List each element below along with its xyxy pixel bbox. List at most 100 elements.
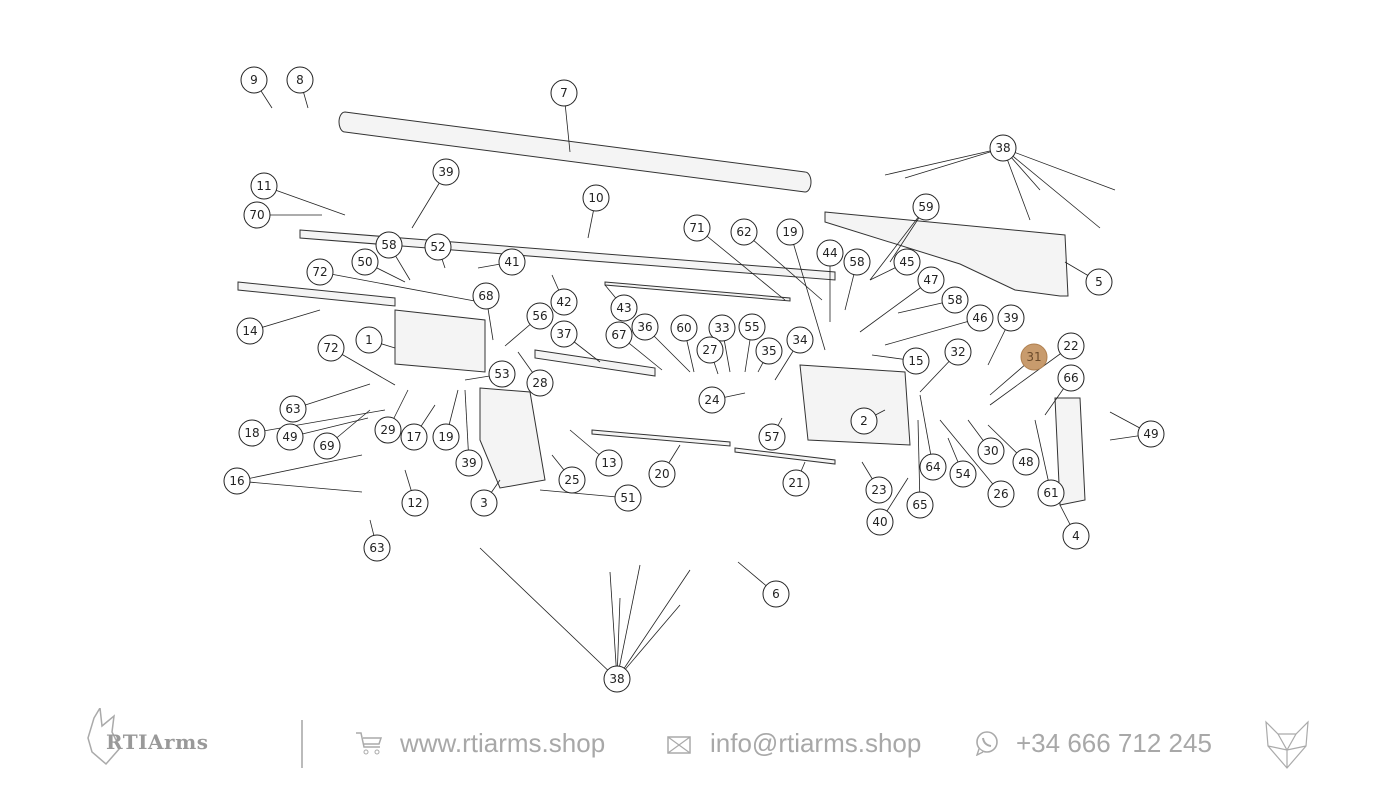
callout-part-46[interactable]: 46 (966, 304, 994, 332)
callout-part-71[interactable]: 71 (683, 214, 711, 242)
callout-part-68[interactable]: 68 (472, 282, 500, 310)
callout-part-25[interactable]: 25 (558, 466, 586, 494)
callout-part-22[interactable]: 22 (1057, 332, 1085, 360)
callout-part-7[interactable]: 7 (550, 79, 578, 107)
part-grip-3 (479, 387, 546, 489)
callout-part-50[interactable]: 50 (351, 248, 379, 276)
callout-part-12[interactable]: 12 (401, 489, 429, 517)
callout-part-39[interactable]: 39 (997, 304, 1025, 332)
callout-part-34[interactable]: 34 (786, 326, 814, 354)
callout-part-69[interactable]: 69 (313, 432, 341, 460)
callout-part-32[interactable]: 32 (944, 338, 972, 366)
callout-part-66[interactable]: 66 (1057, 364, 1085, 392)
callout-part-67[interactable]: 67 (605, 321, 633, 349)
callout-part-53[interactable]: 53 (488, 360, 516, 388)
callout-part-58[interactable]: 58 (941, 286, 969, 314)
callout-part-63[interactable]: 63 (363, 534, 391, 562)
callout-part-44[interactable]: 44 (816, 239, 844, 267)
callout-number: 6 (772, 587, 780, 601)
callout-part-37[interactable]: 37 (550, 320, 578, 348)
callout-part-55[interactable]: 55 (738, 313, 766, 341)
callout-part-54[interactable]: 54 (949, 460, 977, 488)
callout-part-26[interactable]: 26 (987, 480, 1015, 508)
callout-part-65[interactable]: 65 (906, 491, 934, 519)
rti-arms-logo (86, 705, 256, 768)
callout-part-57[interactable]: 57 (758, 423, 786, 451)
callout-part-23[interactable]: 23 (865, 476, 893, 504)
callout-part-19[interactable]: 19 (776, 218, 804, 246)
callout-part-18[interactable]: 18 (238, 419, 266, 447)
callout-number: 40 (872, 515, 887, 529)
callout-part-41[interactable]: 41 (498, 248, 526, 276)
callout-part-11[interactable]: 11 (250, 172, 278, 200)
callout-part-38[interactable]: 38 (989, 134, 1017, 162)
callout-part-4[interactable]: 4 (1062, 522, 1090, 550)
callout-part-39[interactable]: 39 (455, 449, 483, 477)
callout-part-31[interactable]: 31 (1020, 343, 1048, 371)
phone-link[interactable]: +34 666 712 245 (1016, 728, 1212, 758)
callout-part-36[interactable]: 36 (631, 313, 659, 341)
callout-part-27[interactable]: 27 (696, 336, 724, 364)
callout-part-64[interactable]: 64 (919, 453, 947, 481)
callout-part-15[interactable]: 15 (902, 347, 930, 375)
callout-number: 17 (406, 430, 421, 444)
callout-circle (250, 172, 278, 200)
callout-part-49[interactable]: 49 (276, 423, 304, 451)
callout-part-35[interactable]: 35 (755, 337, 783, 365)
callout-part-48[interactable]: 48 (1012, 448, 1040, 476)
callout-circle (374, 416, 402, 444)
callout-part-42[interactable]: 42 (550, 288, 578, 316)
callout-part-3[interactable]: 3 (470, 489, 498, 517)
callout-part-33[interactable]: 33 (708, 314, 736, 342)
callout-part-58[interactable]: 58 (375, 231, 403, 259)
callout-number: 70 (249, 208, 264, 222)
callout-part-51[interactable]: 51 (614, 484, 642, 512)
callout-part-6[interactable]: 6 (762, 580, 790, 608)
callout-part-56[interactable]: 56 (526, 302, 554, 330)
callout-number: 64 (925, 460, 940, 474)
callout-part-72[interactable]: 72 (317, 334, 345, 362)
callout-part-8[interactable]: 8 (286, 66, 314, 94)
callout-part-60[interactable]: 60 (670, 314, 698, 342)
callout-part-9[interactable]: 9 (240, 66, 268, 94)
callout-number: 7 (560, 86, 568, 100)
callout-part-29[interactable]: 29 (374, 416, 402, 444)
callout-part-49[interactable]: 49 (1137, 420, 1165, 448)
callout-part-28[interactable]: 28 (526, 369, 554, 397)
callout-part-59[interactable]: 59 (912, 193, 940, 221)
callout-part-21[interactable]: 21 (782, 469, 810, 497)
callout-part-52[interactable]: 52 (424, 233, 452, 261)
callout-part-47[interactable]: 47 (917, 266, 945, 294)
callout-part-20[interactable]: 20 (648, 460, 676, 488)
callout-part-70[interactable]: 70 (243, 201, 271, 229)
callout-part-72[interactable]: 72 (306, 258, 334, 286)
callout-part-40[interactable]: 40 (866, 508, 894, 536)
callout-part-17[interactable]: 17 (400, 423, 428, 451)
callout-part-43[interactable]: 43 (610, 294, 638, 322)
callout-number: 47 (923, 273, 938, 287)
callout-circle (472, 282, 500, 310)
callout-part-30[interactable]: 30 (977, 437, 1005, 465)
callout-part-19[interactable]: 19 (432, 423, 460, 451)
callout-part-10[interactable]: 10 (582, 184, 610, 212)
callout-part-38[interactable]: 38 (603, 665, 631, 693)
callout-part-45[interactable]: 45 (893, 248, 921, 276)
callout-part-61[interactable]: 61 (1037, 479, 1065, 507)
callout-part-62[interactable]: 62 (730, 218, 758, 246)
callout-number: 14 (242, 324, 257, 338)
callout-part-2[interactable]: 2 (850, 407, 878, 435)
callout-part-58[interactable]: 58 (843, 248, 871, 276)
callout-part-13[interactable]: 13 (595, 449, 623, 477)
callout-circle (776, 218, 804, 246)
callout-part-24[interactable]: 24 (698, 386, 726, 414)
callout-part-39[interactable]: 39 (432, 158, 460, 186)
part-receiver-1 (394, 309, 486, 373)
callout-part-14[interactable]: 14 (236, 317, 264, 345)
email-link[interactable]: info@rtiarms.shop (710, 728, 922, 758)
callout-part-1[interactable]: 1 (355, 326, 383, 354)
callout-part-16[interactable]: 16 (223, 467, 251, 495)
callout-part-63[interactable]: 63 (279, 395, 307, 423)
website-link[interactable]: www.rtiarms.shop (400, 728, 606, 758)
callout-part-5[interactable]: 5 (1085, 268, 1113, 296)
callout-number: 26 (993, 487, 1008, 501)
